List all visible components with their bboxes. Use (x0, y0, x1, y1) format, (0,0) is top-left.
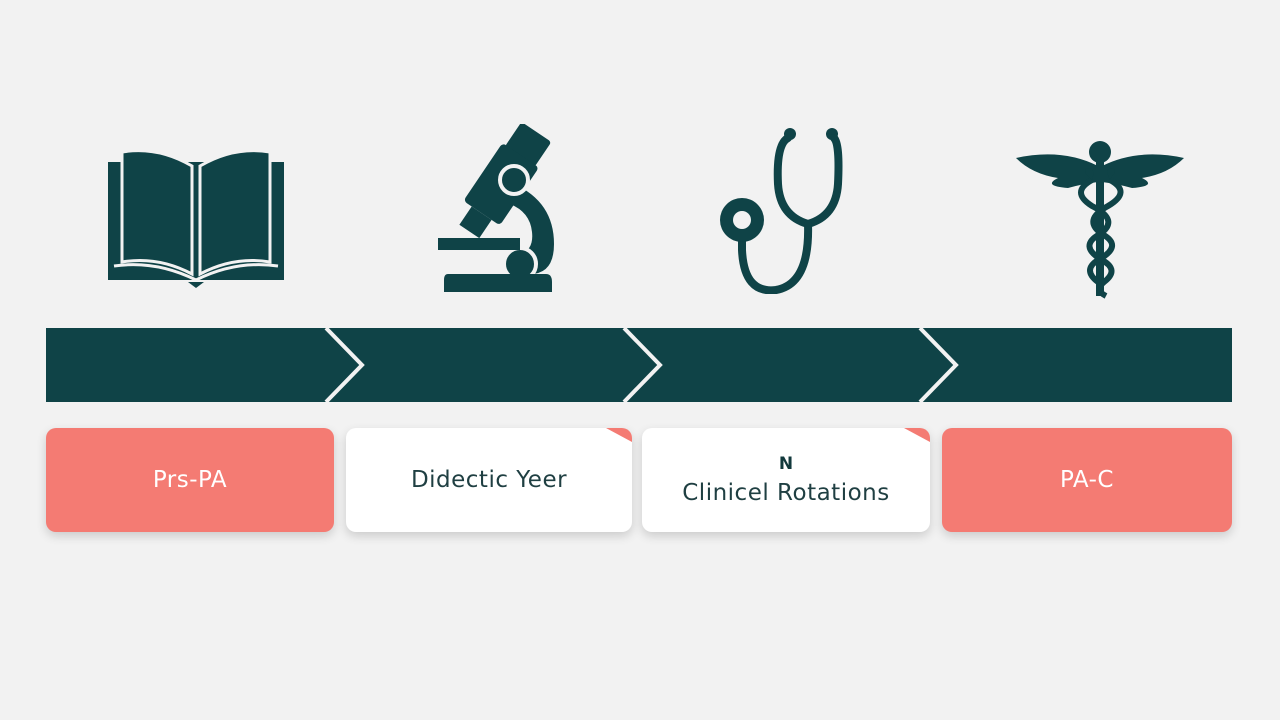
stage-card-clinical-rotations: N Clinicel Rotations (642, 428, 930, 532)
stage-mark: N (778, 453, 794, 474)
stage-card-pre-pa: Prs-PA (46, 428, 334, 532)
chevron-divider-1 (324, 328, 365, 402)
caduceus-icon (1016, 141, 1184, 299)
stage-label: PA-C (1060, 466, 1114, 493)
microscope-icon (438, 124, 554, 292)
stage-label: Prs-PA (152, 466, 228, 493)
timeline-bar (46, 328, 1232, 402)
stethoscope-icon (720, 128, 843, 294)
stage-label: Didectic Yeer (410, 466, 568, 493)
chevron-divider-2 (622, 328, 663, 402)
chevron-divider-3 (918, 328, 959, 402)
open-book-icon (108, 149, 284, 288)
stage-card-pa-c: PA-C (942, 428, 1232, 532)
stage-label: Clinicel Rotations (682, 479, 890, 506)
stage-card-didactic-year: Didectic Yeer (346, 428, 632, 532)
corner-fold (606, 428, 632, 442)
corner-fold (904, 428, 930, 442)
